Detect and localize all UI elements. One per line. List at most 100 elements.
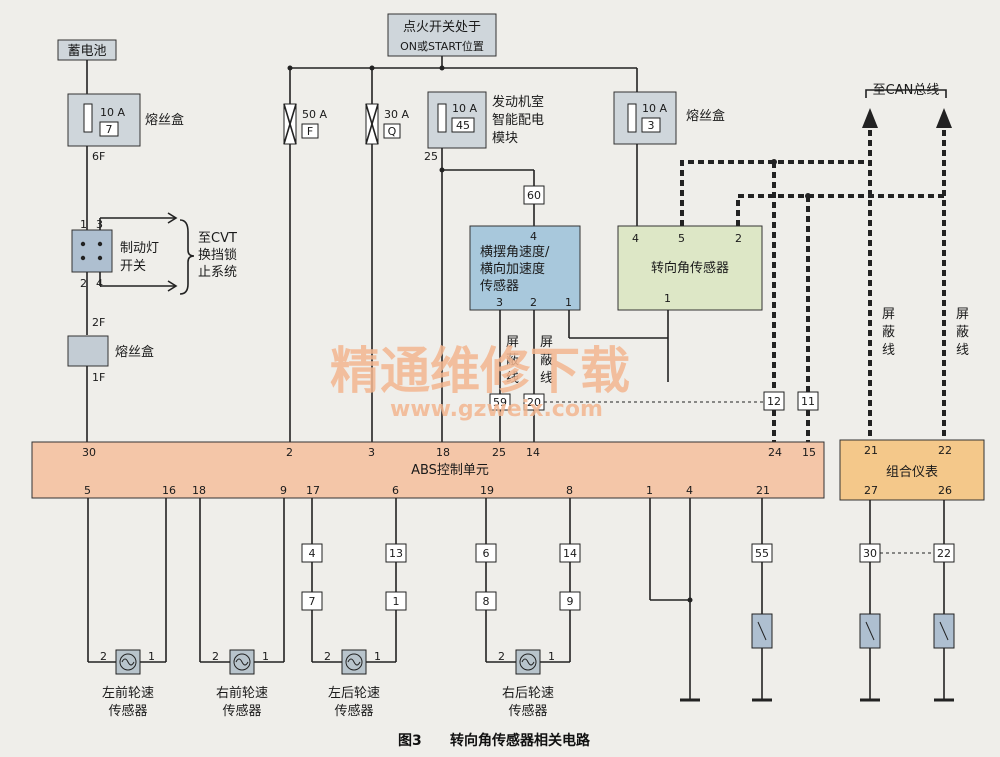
svg-text:线: 线 (882, 343, 895, 358)
wheel-lr-label-1: 左后轮速 (328, 686, 380, 701)
svg-text:21: 21 (864, 444, 878, 457)
cluster-label: 组合仪表 (886, 465, 938, 480)
can-arrow-right (936, 108, 952, 128)
svg-text:30: 30 (82, 446, 96, 459)
engine-room-label-1: 发动机室 (492, 94, 544, 110)
svg-text:24: 24 (768, 446, 782, 459)
abs-control-unit (31, 441, 825, 499)
pin-25-module: 25 (424, 150, 438, 163)
pin-1F: 1F (92, 371, 105, 384)
svg-text:1: 1 (646, 484, 653, 497)
wheel-rr-label-2: 传感器 (508, 703, 547, 719)
shield-label-yaw-b: 屏 (540, 335, 553, 350)
svg-text:蔽: 蔽 (506, 353, 519, 368)
cvt-label-3: 止系统 (198, 265, 237, 280)
svg-text:1: 1 (80, 218, 87, 231)
brake-label-2: 开关 (120, 259, 146, 274)
fuse-F-num: F (307, 125, 313, 138)
shield-label-yaw-a: 屏 (506, 335, 519, 350)
svg-text:2: 2 (530, 296, 537, 309)
svg-text:3: 3 (368, 446, 375, 459)
svg-text:线: 线 (956, 343, 969, 358)
svg-text:蔽: 蔽 (882, 325, 895, 340)
svg-text:16: 16 (162, 484, 176, 497)
svg-text:22: 22 (938, 444, 952, 457)
brake-switch (71, 229, 113, 273)
svg-text:2: 2 (735, 232, 742, 245)
cvt-label-2: 换挡锁 (198, 247, 237, 263)
svg-text:1: 1 (664, 292, 671, 305)
can-arrow-left (862, 108, 878, 128)
yaw-label-3: 传感器 (480, 278, 519, 294)
svg-text:15: 15 (802, 446, 816, 459)
svg-text:2: 2 (100, 650, 107, 663)
svg-text:22: 22 (937, 547, 951, 560)
engine-room-label-2: 智能配电 (492, 113, 544, 128)
svg-text:3: 3 (496, 296, 503, 309)
svg-text:2: 2 (212, 650, 219, 663)
fuse-F-amp: 50 A (302, 108, 327, 121)
fuse-box-label-left: 熔丝盒 (145, 112, 184, 128)
instrument-cluster (839, 439, 985, 501)
svg-text:2: 2 (80, 277, 87, 290)
svg-text:2: 2 (498, 650, 505, 663)
wheel-lf-label-2: 传感器 (108, 703, 147, 719)
svg-text:蔽: 蔽 (540, 353, 553, 368)
svg-text:1: 1 (148, 650, 155, 663)
fuse-3-num: 3 (648, 119, 655, 132)
junction-dot (439, 65, 445, 71)
figure-number: 图3 (398, 733, 422, 749)
svg-text:11: 11 (801, 395, 815, 408)
fuse-box-left (67, 93, 141, 147)
ignition-box (387, 13, 497, 57)
yaw-label-2: 横向加速度 (480, 261, 545, 277)
svg-text:1: 1 (548, 650, 555, 663)
svg-text:21: 21 (756, 484, 770, 497)
wheel-rf-label-1: 右前轮速 (216, 685, 268, 701)
svg-text:59: 59 (493, 396, 507, 409)
svg-text:18: 18 (436, 446, 450, 459)
svg-text:4: 4 (632, 232, 639, 245)
svg-text:1: 1 (565, 296, 572, 309)
svg-text:60: 60 (527, 189, 541, 202)
fuse-Q-num: Q (388, 125, 397, 138)
fuse-box-label-right: 熔丝盒 (686, 108, 725, 124)
svg-text:18: 18 (192, 484, 206, 497)
yaw-label-1: 横摆角速度/ (480, 244, 550, 260)
brake-label-1: 制动灯 (120, 241, 159, 256)
wheel-lf-label-1: 左前轮速 (102, 685, 154, 701)
svg-text:9: 9 (280, 484, 287, 497)
svg-text:线: 线 (540, 371, 553, 386)
svg-text:1: 1 (374, 650, 381, 663)
svg-text:2: 2 (286, 446, 293, 459)
svg-text:20: 20 (527, 396, 541, 409)
pin-6F: 6F (92, 150, 105, 163)
wheel-rf-label-2: 传感器 (222, 703, 261, 719)
svg-text:30: 30 (863, 547, 877, 560)
svg-text:屏: 屏 (956, 307, 969, 322)
fuse-45-amp: 10 A (452, 102, 477, 115)
svg-text:8: 8 (566, 484, 573, 497)
svg-text:蔽: 蔽 (956, 325, 969, 340)
svg-text:6: 6 (483, 547, 490, 560)
svg-text:1: 1 (262, 650, 269, 663)
watermark-url: www.gzweix.com (390, 397, 603, 422)
wheel-rr-label-1: 右后轮速 (502, 686, 554, 701)
svg-text:5: 5 (678, 232, 685, 245)
ignition-label-1: 点火开关处于 (403, 20, 481, 35)
battery-label: 蓄电池 (67, 44, 106, 59)
engine-room-label-3: 模块 (492, 131, 518, 146)
svg-text:25: 25 (492, 446, 506, 459)
svg-text:线: 线 (506, 371, 519, 386)
fuse-3-amp: 10 A (642, 102, 667, 115)
watermark-cn: 精通维修下载 (330, 342, 630, 400)
fuse-7-num: 7 (106, 123, 113, 136)
fuse-7-amp: 10 A (100, 106, 125, 119)
svg-text:6: 6 (392, 484, 399, 497)
svg-text:12: 12 (767, 395, 781, 408)
svg-text:4: 4 (686, 484, 693, 497)
svg-text:5: 5 (84, 484, 91, 497)
svg-text:27: 27 (864, 484, 878, 497)
connector-59 (489, 393, 511, 411)
